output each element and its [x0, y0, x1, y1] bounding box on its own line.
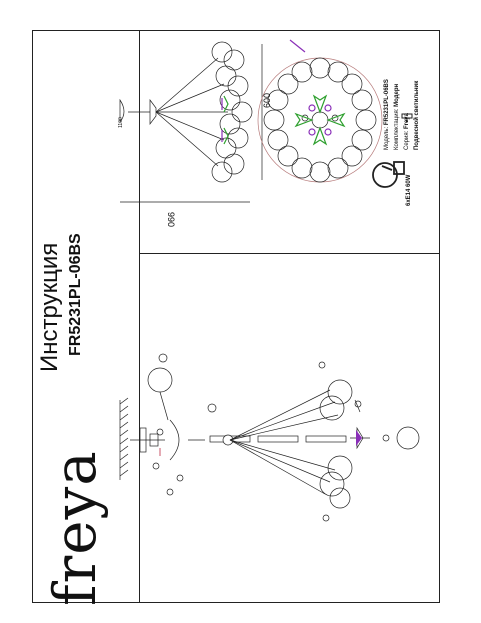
cord-dimension: 1100 — [118, 117, 124, 128]
spec-row: Подвесной светильник — [414, 80, 420, 150]
spec-icons — [401, 113, 413, 122]
height-dimension: 600 — [262, 92, 272, 108]
spec-row: Комплектация: Модерн — [394, 83, 400, 150]
bulb-icon — [372, 161, 405, 188]
ceiling-hatch — [119, 397, 129, 480]
side-view-accents — [221, 95, 229, 145]
bulb-spec: 6xE14 60W — [406, 174, 412, 206]
assembly-accents — [159, 430, 362, 456]
top-view-accents — [289, 39, 346, 146]
assembly-diagram — [119, 353, 420, 522]
spec-row: Модель: FR5231PL-06BS — [384, 79, 390, 150]
instruction-sheet — [32, 30, 440, 603]
side-view — [119, 41, 263, 203]
width-dimension: 990 — [166, 212, 176, 228]
spec-table: Модель: FR5231PL-06BS Комплектация: Моде… — [382, 79, 422, 150]
spec-row: Серия: Freya — [404, 113, 410, 150]
vertical-divider — [139, 31, 140, 602]
horizontal-divider — [139, 253, 439, 254]
top-view — [257, 57, 383, 183]
